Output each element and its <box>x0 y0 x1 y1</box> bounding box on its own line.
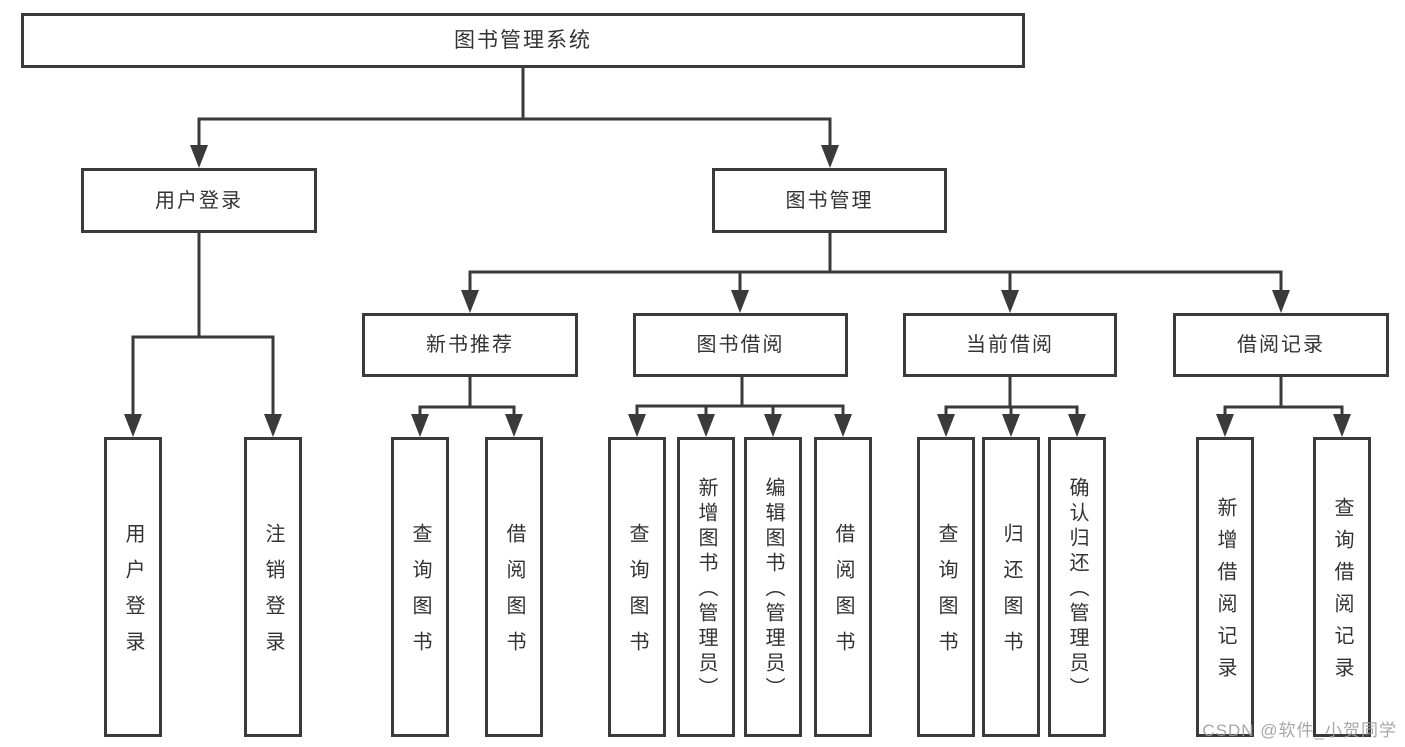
leaf-return-books: 归还图书 <box>982 437 1040 737</box>
leaf-add-borrow-record: 新增借阅记录 <box>1196 437 1254 737</box>
leaf-query-books-recommend: 查询图书 <box>391 437 449 737</box>
leaf-label: 归还图书 <box>1000 523 1022 667</box>
leaf-borrow-books: 借阅图书 <box>814 437 872 737</box>
node-book-borrow: 图书借阅 <box>633 313 848 377</box>
leaf-label: 查询图书 <box>409 523 431 667</box>
leaf-label: 查询借阅记录 <box>1331 497 1353 689</box>
connector-book-borrow-children <box>628 377 852 437</box>
node-borrow-records: 借阅记录 <box>1173 313 1389 377</box>
leaf-logout: 注销登录 <box>244 437 302 737</box>
node-book-management: 图书管理 <box>712 168 947 233</box>
leaf-label: 编辑图书（管理员） <box>762 477 784 702</box>
connector-book-management-children <box>461 233 1290 313</box>
leaf-edit-books-admin: 编辑图书（管理员） <box>744 437 802 737</box>
leaf-label: 查询图书 <box>626 523 648 667</box>
node-current-borrow: 当前借阅 <box>903 313 1117 377</box>
connector-user-login-children <box>124 233 282 437</box>
leaf-query-books-current: 查询图书 <box>917 437 975 737</box>
leaf-label: 查询图书 <box>935 523 957 667</box>
leaf-query-books-borrow: 查询图书 <box>608 437 666 737</box>
connector-borrow-records-children <box>1216 377 1351 437</box>
csdn-watermark: CSDN @软件_小贺同学 <box>1202 721 1397 740</box>
node-library-management-system: 图书管理系统 <box>21 13 1025 68</box>
node-new-book-recommend: 新书推荐 <box>362 313 578 377</box>
connector-root-to-level2 <box>190 68 839 168</box>
leaf-add-books-admin: 新增图书（管理员） <box>677 437 735 737</box>
leaf-confirm-return-admin: 确认归还（管理员） <box>1048 437 1106 737</box>
leaf-label: 借阅图书 <box>503 523 525 667</box>
leaf-label: 用户登录 <box>122 523 144 667</box>
node-user-login: 用户登录 <box>81 168 317 233</box>
leaf-label: 注销登录 <box>262 523 284 667</box>
leaf-user-login: 用户登录 <box>104 437 162 737</box>
leaf-label: 确认归还（管理员） <box>1066 477 1088 702</box>
connector-current-borrow-children <box>937 377 1086 437</box>
connector-new-book-recommend-children <box>411 377 523 437</box>
leaf-label: 借阅图书 <box>832 523 854 667</box>
leaf-label: 新增图书（管理员） <box>695 477 717 702</box>
leaf-label: 新增借阅记录 <box>1214 497 1236 689</box>
leaf-query-borrow-record: 查询借阅记录 <box>1313 437 1371 737</box>
leaf-borrow-books-recommend: 借阅图书 <box>485 437 543 737</box>
